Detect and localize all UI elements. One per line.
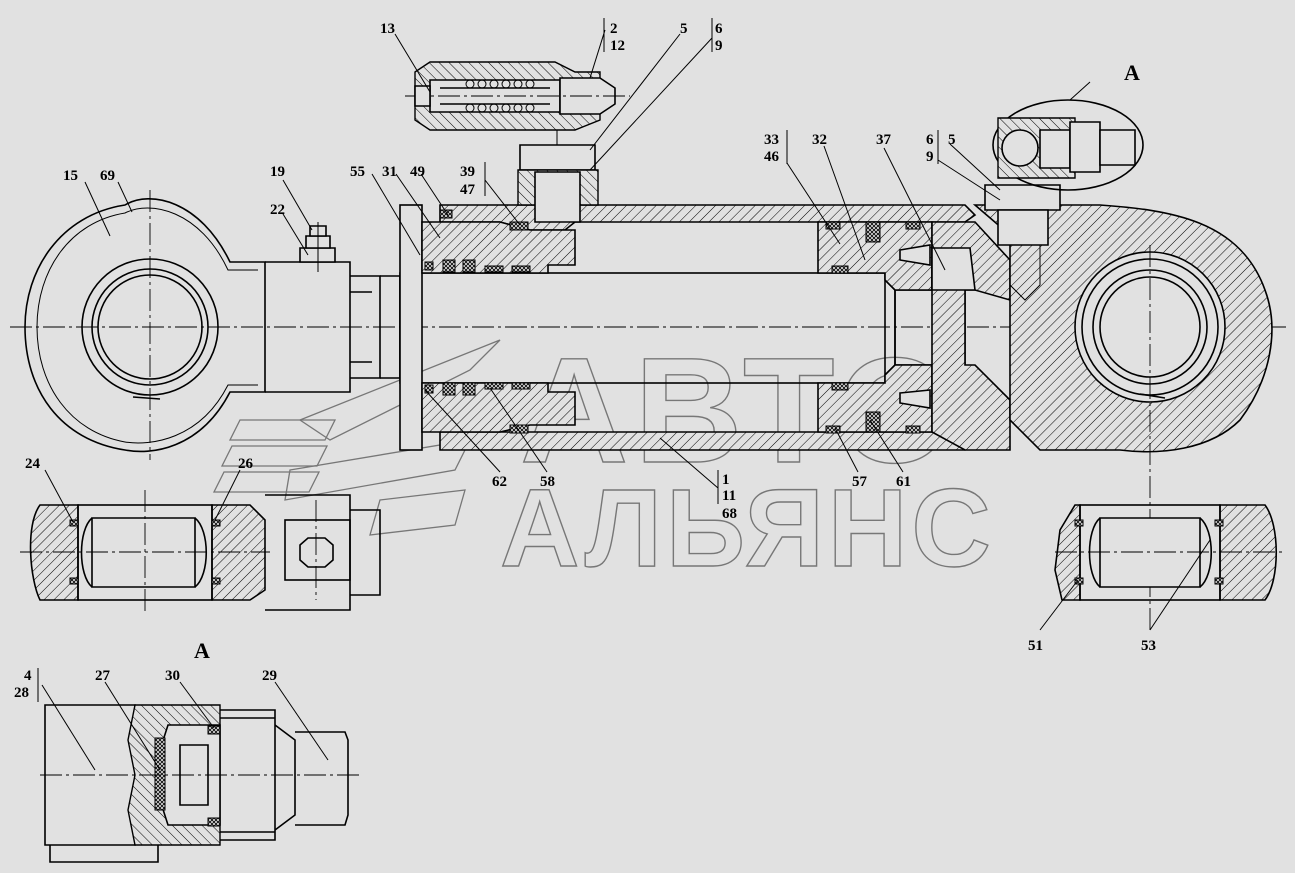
watermark-line2: АЛЬЯНС (500, 467, 995, 590)
callout-2: 2 (610, 21, 618, 37)
callout-69: 69 (100, 168, 115, 184)
relief-valve (405, 61, 630, 223)
callout-11: 11 (722, 488, 736, 504)
view-label-a-bottom: A (194, 638, 210, 663)
callout-22: 22 (270, 202, 285, 218)
callout-labels: 13 2 12 5 6 9 15 69 19 22 55 31 49 39 47… (14, 21, 1156, 701)
callout-31: 31 (382, 164, 397, 180)
callout-57: 57 (852, 474, 868, 490)
callout-30: 30 (165, 668, 180, 684)
callout-29: 29 (262, 668, 277, 684)
callout-6-top: 6 (715, 21, 723, 37)
left-bushing-section (20, 490, 381, 615)
callout-28: 28 (14, 685, 29, 701)
right-bushing-section (1054, 504, 1285, 601)
callout-13: 13 (380, 21, 395, 37)
callout-33: 33 (764, 132, 779, 148)
callout-27: 27 (95, 668, 111, 684)
callout-51: 51 (1028, 638, 1043, 654)
callout-4: 4 (24, 668, 32, 684)
callout-37: 37 (876, 132, 892, 148)
callout-5-top: 5 (680, 21, 688, 37)
callout-12: 12 (610, 38, 625, 54)
callout-1: 1 (722, 472, 730, 488)
rod-end-eye (24, 190, 381, 460)
callout-15: 15 (63, 168, 78, 184)
callout-62: 62 (492, 474, 507, 490)
callout-24: 24 (25, 456, 41, 472)
detail-a-view (40, 704, 360, 863)
callout-32: 32 (812, 132, 827, 148)
callout-39: 39 (460, 164, 475, 180)
callout-5-right: 5 (948, 132, 956, 148)
view-label-a-top: A (1124, 60, 1140, 85)
base-eye (972, 184, 1273, 630)
callout-26: 26 (238, 456, 254, 472)
leader-lines (37, 18, 1211, 771)
callout-9-top: 9 (715, 38, 723, 54)
callout-9-right: 9 (926, 149, 934, 165)
callout-58: 58 (540, 474, 555, 490)
callout-55: 55 (350, 164, 365, 180)
callout-19: 19 (270, 164, 285, 180)
valve-spring (465, 79, 535, 113)
callout-53: 53 (1141, 638, 1156, 654)
callout-49: 49 (410, 164, 425, 180)
callout-46: 46 (764, 149, 780, 165)
callout-47: 47 (460, 182, 476, 198)
callout-6-right: 6 (926, 132, 934, 148)
callout-61: 61 (896, 474, 911, 490)
callout-68: 68 (722, 506, 737, 522)
detail-a-circle (992, 99, 1144, 191)
